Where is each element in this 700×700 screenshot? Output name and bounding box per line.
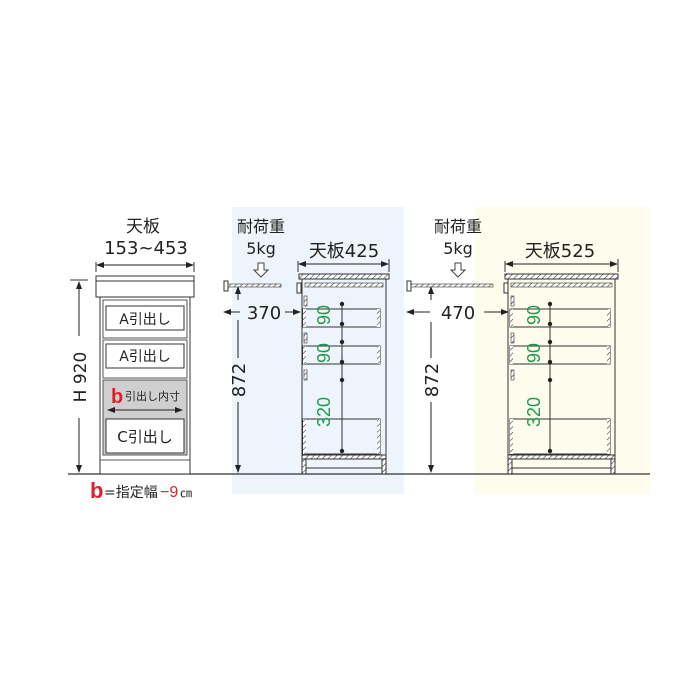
gap-label-2c: 320 <box>524 397 544 427</box>
drawer-c-label: C引出し <box>117 428 172 446</box>
height-label-2: 872 <box>422 363 443 397</box>
load-label-2: 耐荷重 <box>434 217 482 236</box>
side-view-525: 耐荷重 5kg 天板525 470 872 <box>406 217 619 475</box>
side-view-425: 耐荷重 5kg 天板425 370 872 <box>223 217 390 475</box>
front-view: 天板 153~453 A引出し A引出し b 引出し内寸 C引出し H 920 <box>70 217 195 503</box>
depth-label-1: 370 <box>247 303 281 324</box>
load-value-1: 5kg <box>246 239 276 258</box>
depth-label-2: 470 <box>441 303 475 324</box>
gap-label-1c: 320 <box>314 397 334 427</box>
panel-525-background <box>475 207 650 494</box>
front-height-label: H 920 <box>71 352 91 403</box>
drawer-c-front <box>105 418 185 454</box>
height-label-1: 872 <box>229 363 250 397</box>
front-top-range: 153~453 <box>104 238 188 259</box>
svg-text:b: b <box>90 478 103 503</box>
top-label-2: 天板525 <box>525 241 595 262</box>
load-arrow-icon <box>449 262 467 278</box>
load-label-1: 耐荷重 <box>237 217 285 236</box>
drawer-a1-front <box>105 305 185 331</box>
gap-label-2b: 90 <box>524 343 544 363</box>
svg-text:=指定幅: =指定幅 <box>104 485 158 501</box>
gap-label-1a: 90 <box>314 305 334 325</box>
gap-label-1b: 90 <box>314 343 334 363</box>
width-formula: b =指定幅 −9 ㎝ <box>90 478 192 503</box>
panel-425-background <box>232 207 404 494</box>
gap-label-2a: 90 <box>524 305 544 325</box>
drawer-a2-front <box>105 343 185 369</box>
front-top-label: 天板 <box>126 217 160 237</box>
load-value-2: 5kg <box>443 239 473 258</box>
top-label-1: 天板425 <box>309 241 379 262</box>
svg-text:㎝: ㎝ <box>180 486 192 500</box>
drawer-a1-label: A引出し <box>119 312 171 328</box>
drawer-a2-label: A引出し <box>119 349 171 365</box>
inner-dimension-label: 引出し内寸 <box>125 389 180 403</box>
svg-text:−9: −9 <box>160 484 178 501</box>
inner-b-letter: b <box>111 386 123 408</box>
load-arrow-icon <box>252 262 270 278</box>
